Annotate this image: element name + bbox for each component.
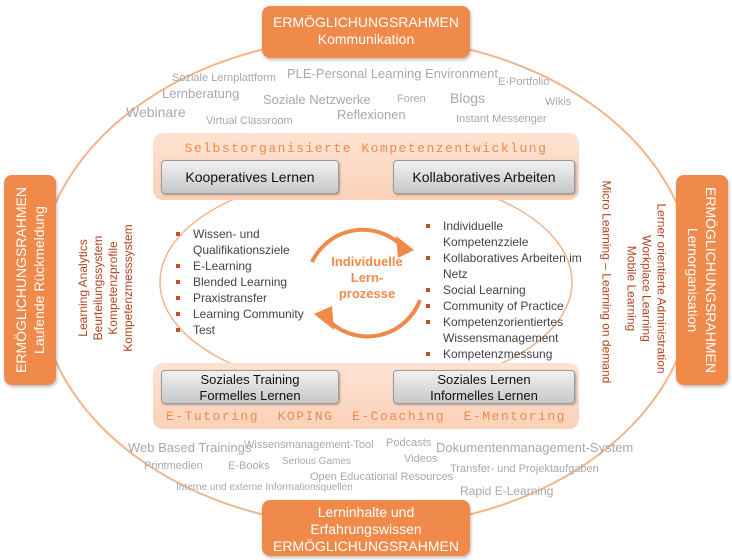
right-vertical-line2: Workplace Learning (639, 235, 654, 342)
bottom-word: Wissensmanagement-Tool (244, 439, 374, 451)
list-item: Blended Learning (176, 274, 326, 290)
bottom-word: Rapid E-Learning (460, 484, 554, 498)
cycle-arrowhead-top (396, 236, 414, 258)
right-vertical-text: Lerner orientierte Administration Workpl… (624, 189, 669, 389)
left-frame-line2: Laufende Rückmeldung (31, 206, 47, 354)
top-frame-line1: ERMÖGLICHUNGSRAHMEN (273, 14, 459, 30)
cycle-arrow-bottom (324, 299, 422, 339)
left-vertical-line3: Kompetenzprofile (106, 241, 120, 335)
right-vertical-line3: Mobile Learning (624, 245, 639, 332)
bottom-word: Interne und externe Informationsquellen (176, 482, 353, 493)
social-learning-line1: Soziales Lernen (437, 372, 531, 387)
cycle-arrowhead-bottom (314, 306, 334, 330)
list-item: Wissensmanagement (443, 331, 559, 345)
right-bullet-list: Individuelle Kompetenzziele Kollaborativ… (426, 218, 586, 362)
list-item: Test (176, 322, 326, 338)
center-label: Individuelle Lern- prozesse (330, 254, 404, 302)
bottom-frame-box: Lerninhalte und Erfahrungswissen ERMÖGLI… (262, 500, 470, 556)
support-band-title: E-Tutoring KOPING E-Coaching E-Mentoring (166, 409, 566, 424)
list-item: Kompetenzorientiertes (426, 314, 586, 330)
top-frame-line2: Kommunikation (317, 30, 415, 47)
social-training-line1: Soziales Training (200, 372, 300, 387)
list-item: E-Learning (176, 258, 326, 274)
top-word: Blogs (450, 90, 486, 106)
bottom-word: Dokumentenmanagement-System (436, 440, 634, 455)
list-item: Netz (443, 267, 468, 281)
left-vertical-text: Learning Analytics Beurteilungssystem Ko… (76, 200, 136, 376)
right-frame-line1: ERMÖGLICHUNGSRAHMEN (703, 187, 719, 373)
top-word: Foren (397, 93, 426, 105)
list-item: Individuelle Kompetenzziele (426, 218, 586, 250)
social-learning-line2: Informelles Lernen (430, 388, 538, 403)
bottom-word: Podcasts (386, 437, 432, 449)
competence-band-title: Selbstorganisierte Kompetenzentwicklung (184, 141, 548, 156)
social-training-box: Soziales Training Formelles Lernen (161, 370, 339, 404)
top-word: Webinare (126, 104, 186, 120)
left-vertical-line4: Kompetenzmesssystem (121, 224, 135, 352)
left-frame-label: ERMÖGLICHUNGSRAHMEN Laufende Rückmeldung (12, 187, 48, 373)
list-item: Social Learning (426, 282, 586, 298)
bottom-word: Printmedien (144, 460, 203, 472)
bottom-word: Open Educational Resources (310, 471, 454, 483)
top-word: Virtual Classroom (206, 115, 293, 127)
top-word: Lernberatung (162, 86, 240, 101)
right-vertical-orange-line: Micro Learning – Learning on demand (599, 180, 614, 384)
bottom-frame-line2: Erfahrungswissen (310, 520, 422, 537)
center-line3: prozesse (338, 286, 396, 301)
bottom-frame-line1: Lerninhalte und (317, 504, 415, 520)
social-training-line2: Formelles Lernen (199, 388, 301, 403)
cycle-arrow-top (310, 227, 406, 263)
list-item: Community of Practice (426, 298, 586, 314)
list-item: Learning Community (176, 306, 326, 322)
bottom-word: Videos (404, 453, 438, 465)
top-word: Soziale Netzwerke (263, 92, 371, 107)
bottom-frame-line3: ERMÖGLICHUNGSRAHMEN (273, 537, 459, 554)
bottom-word: Serious Games (282, 456, 351, 467)
right-vertical-line1: Lerner orientierte Administration (654, 203, 669, 374)
left-frame-box: ERMÖGLICHUNGSRAHMEN Laufende Rückmeldung (4, 175, 56, 385)
bottom-word: Web Based Trainings (128, 440, 252, 455)
center-line1: Individuelle (331, 254, 403, 269)
list-item: Kollaboratives Arbeiten im (426, 250, 586, 266)
list-item: Wissen- und (176, 226, 326, 242)
top-word: PLE-Personal Learning Environment (287, 66, 499, 81)
center-line2: Lern- (350, 270, 384, 285)
list-item: Praxistransfer (176, 290, 326, 306)
top-word: Soziale Lernplattform (172, 72, 276, 84)
cooperative-learning-box: Kooperatives Lernen (161, 160, 339, 194)
top-word: Instant Messenger (456, 113, 547, 125)
social-learning-box: Soziales Lernen Informelles Lernen (393, 370, 575, 404)
left-vertical-line2: Beurteilungssystem (91, 235, 105, 341)
collaborative-work-box: Kollaboratives Arbeiten (393, 160, 575, 194)
right-frame-box: ERMÖGLICHUNGSRAHMEN Lernorganisation (676, 175, 728, 385)
right-frame-label: ERMÖGLICHUNGSRAHMEN Lernorganisation (684, 187, 720, 373)
right-frame-line2: Lernorganisation (685, 227, 701, 333)
left-vertical-line1: Learning Analytics (76, 239, 90, 337)
top-word: E-Portfolio (498, 76, 550, 88)
left-bullet-list: Wissen- und Qualifikationsziele E-Learni… (176, 226, 326, 338)
bottom-word: E-Books (228, 460, 270, 472)
right-vertical-orange-text: Micro Learning – Learning on demand (599, 180, 614, 384)
list-item: Kompetenzmessung (426, 346, 586, 362)
bottom-word: Transfer- und Projektaufgaben (450, 463, 599, 475)
left-frame-line1: ERMÖGLICHUNGSRAHMEN (13, 187, 29, 373)
top-word: Reflexionen (337, 107, 406, 122)
list-item: Qualifikationsziele (193, 243, 290, 257)
top-frame-box: ERMÖGLICHUNGSRAHMEN Kommunikation (262, 6, 470, 58)
top-word: Wikis (545, 96, 572, 108)
